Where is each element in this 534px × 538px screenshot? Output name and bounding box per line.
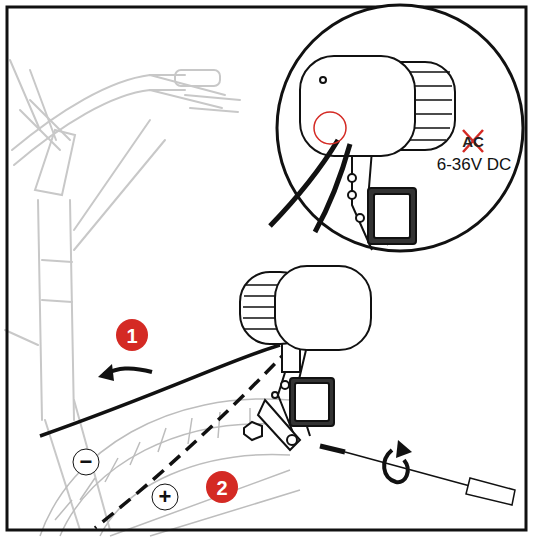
crossed-voltage-type: AC	[462, 134, 484, 149]
polarity-sign: −	[80, 451, 93, 473]
callout-number: 2	[216, 478, 227, 498]
polarity-sign: +	[159, 486, 172, 508]
callout-number: 1	[126, 326, 137, 346]
voltage-label: 6-36V DC	[437, 156, 512, 173]
